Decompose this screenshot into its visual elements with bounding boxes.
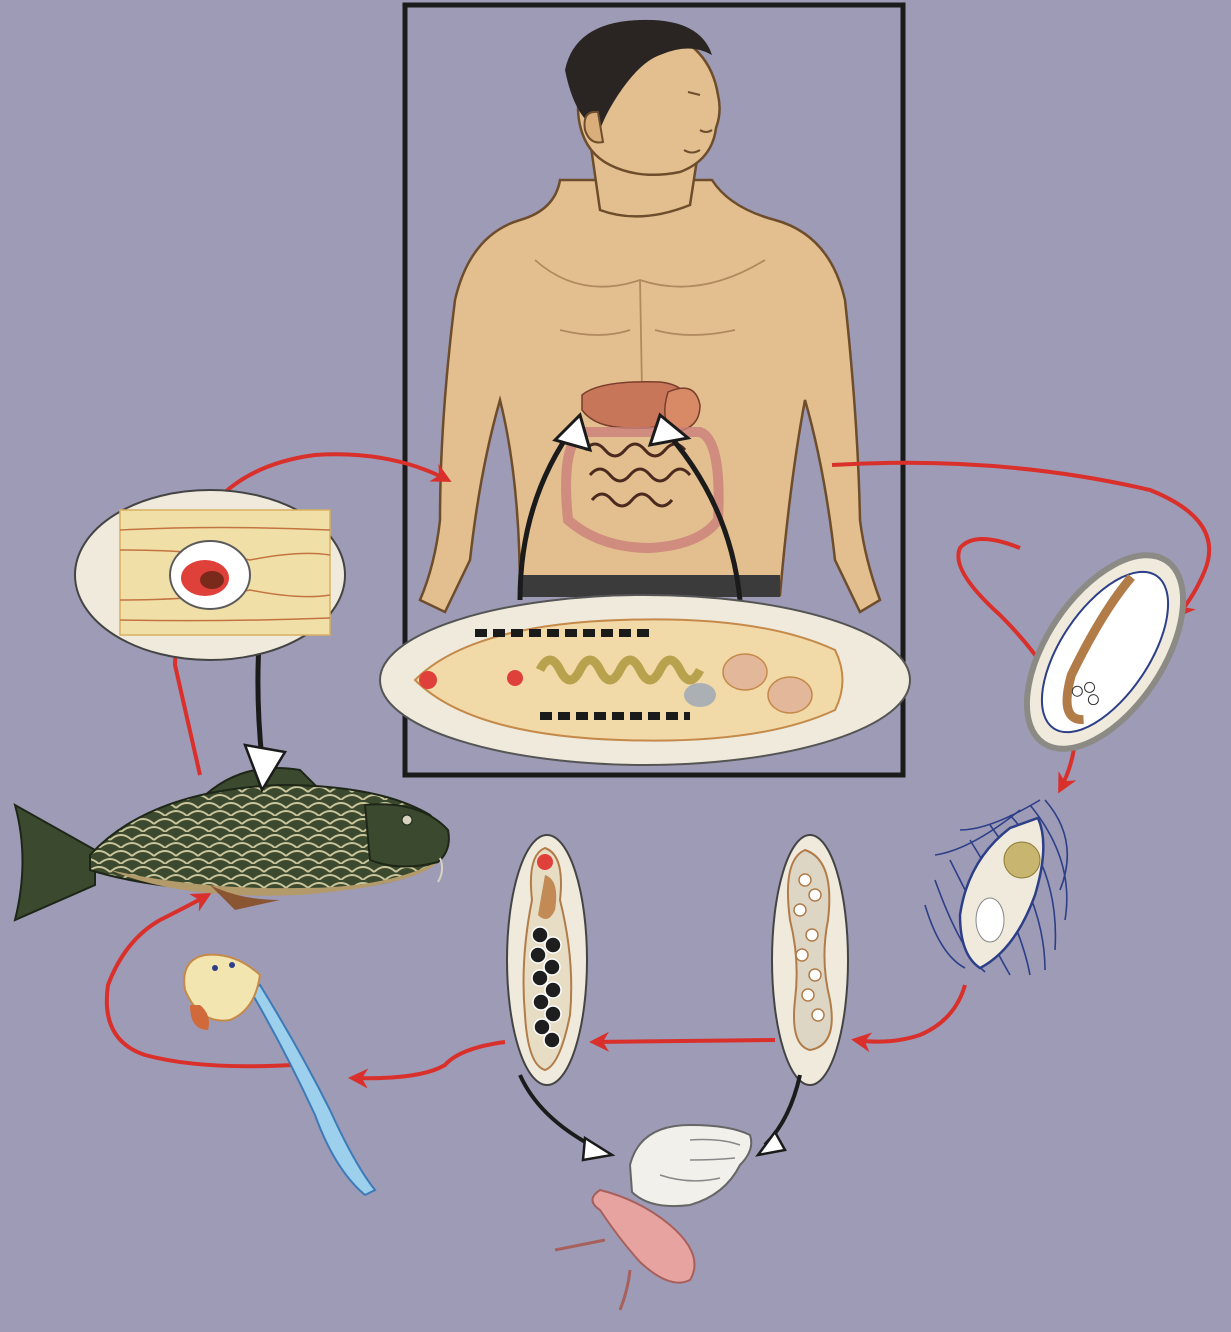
oral-sucker	[419, 671, 437, 689]
arrow-redia-to-cercaria	[352, 1042, 505, 1078]
snail-arrowhead-left	[583, 1138, 612, 1160]
testis-1	[723, 654, 767, 690]
redia-stage	[507, 835, 587, 1085]
arrow-miracidium-to-sporocyst	[855, 985, 965, 1042]
snail-arrowhead-right	[758, 1132, 785, 1155]
ventral-sucker	[507, 670, 523, 686]
snail-tentacle-1	[555, 1240, 605, 1250]
miracidium-germ-cells	[1004, 842, 1040, 878]
snail-tentacle-2	[620, 1270, 630, 1310]
miracidium-stage	[925, 800, 1067, 975]
redia-pharynx	[537, 854, 553, 870]
snail-host	[520, 1075, 800, 1310]
fish-eye	[402, 815, 412, 825]
ovary	[684, 683, 716, 707]
adult-fluke	[380, 595, 910, 765]
cercaria-eyespot-1	[212, 965, 218, 971]
snail-arrow-right	[765, 1075, 800, 1145]
testis-2	[768, 677, 812, 713]
fish-head	[365, 804, 449, 866]
metacercaria-excretory-bladder	[200, 571, 224, 589]
miracidium-body	[960, 818, 1043, 968]
egg-stage	[995, 528, 1214, 775]
metacercaria-stage	[75, 490, 345, 660]
sporocyst-stage	[772, 835, 848, 1085]
cercaria-tail	[250, 985, 375, 1195]
cercaria-eyespot-2	[229, 962, 235, 968]
snail-shell	[630, 1125, 751, 1206]
fish-tail	[15, 805, 95, 920]
arrow-sporocyst-to-redia	[593, 1040, 775, 1042]
cercaria-stage	[184, 955, 375, 1195]
miracidium-gland	[976, 898, 1004, 942]
